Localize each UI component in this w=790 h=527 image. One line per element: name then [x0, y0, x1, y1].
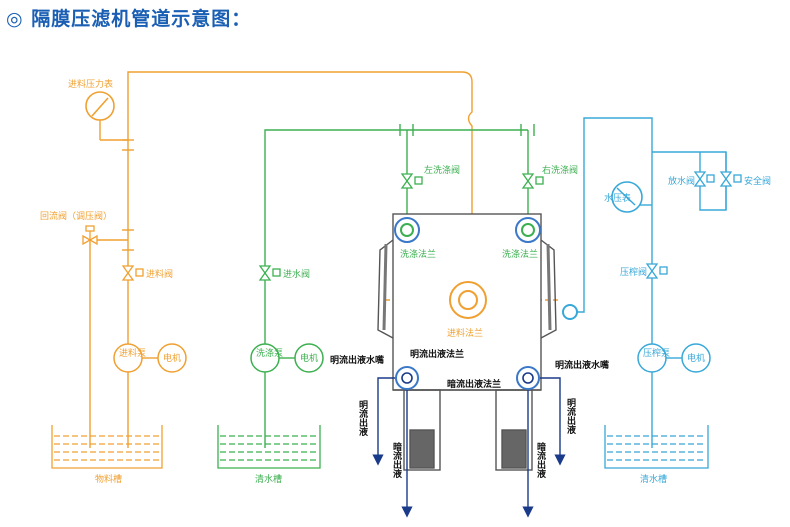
left-nozzle-label: 明流出液水嘴	[330, 354, 384, 366]
wash-tank-label: 清水槽	[255, 473, 282, 485]
open-out-right-label: 明流出液	[565, 398, 576, 435]
feed-valve-icon	[121, 265, 144, 281]
open-outlet-flange-label: 明流出液法兰	[410, 348, 464, 360]
feed-tank-icon	[51, 425, 163, 469]
left-wash-flange-icon	[394, 217, 420, 243]
open-out-left-label: 明流出液	[357, 400, 368, 437]
wash-inlet-valve-icon	[258, 265, 281, 281]
drain-valve-label: 放水阀	[668, 175, 695, 187]
feed-pump-label: 进料泵	[119, 347, 146, 359]
left-wash-flange-label: 洗涤法兰	[400, 248, 436, 260]
water-gauge-label: 水压表	[604, 192, 631, 204]
wash-tank-icon	[217, 425, 321, 469]
right-wash-flange-label: 洗涤法兰	[502, 248, 538, 260]
press-motor-label: 电机	[687, 352, 705, 364]
feed-tank-label: 物料槽	[95, 473, 122, 485]
right-nozzle-label: 明流出液水嘴	[555, 359, 609, 371]
left-wash-valve-icon	[400, 173, 423, 189]
svg-text:暗流出液: 暗流出液	[535, 441, 546, 479]
right-wash-flange-icon	[515, 217, 541, 243]
right-outlet-flange-icon	[516, 366, 540, 390]
press-flange-icon	[562, 304, 578, 320]
right-wash-valve-icon	[521, 173, 544, 189]
right-wash-valve-label: 右洗涤阀	[542, 164, 578, 176]
safety-valve-icon	[719, 171, 742, 187]
return-valve-label: 回流阀（调压阀）	[40, 210, 112, 222]
page-title: ◎ 隔膜压滤机管道示意图：	[6, 8, 252, 30]
press-valve-label: 压榨阀	[620, 266, 647, 278]
feed-valve-label: 进料阀	[146, 268, 173, 280]
svg-text:明流出液: 明流出液	[357, 400, 368, 437]
left-outlet-flange-icon	[395, 366, 419, 390]
feed-pump-icon	[113, 343, 187, 373]
feed-flange-icon	[449, 281, 487, 319]
wash-inlet-valve-label: 进水阀	[283, 268, 310, 280]
drain-valve-icon	[693, 171, 715, 187]
return-valve-icon	[82, 225, 98, 246]
press-tank-label: 清水槽	[640, 473, 667, 485]
press-valve-icon	[645, 263, 668, 279]
wash-motor-label: 电机	[300, 352, 318, 364]
feed-gauge-label: 进料压力表	[68, 78, 113, 90]
press-pump-label: 压榨泵	[643, 347, 670, 359]
press-pump-icon	[637, 343, 711, 373]
svg-text:暗流出液: 暗流出液	[391, 441, 402, 479]
feed-pressure-gauge-icon	[85, 91, 115, 121]
feed-flange-label: 进料法兰	[447, 327, 483, 339]
wash-pump-label: 洗涤泵	[256, 347, 283, 359]
wash-pump-icon	[250, 343, 324, 373]
svg-text:明流出液: 明流出液	[565, 398, 576, 435]
safety-valve-label: 安全阀	[744, 175, 771, 187]
outlet-pipes	[372, 377, 566, 518]
feed-motor-label: 电机	[163, 352, 181, 364]
press-tank-icon	[604, 425, 709, 469]
hidden-out-right-label: 暗流出液	[535, 441, 546, 479]
hidden-out-left-label: 暗流出液	[391, 441, 402, 479]
press-system	[577, 117, 727, 448]
water-pressure-gauge-icon	[611, 181, 643, 213]
left-wash-valve-label: 左洗涤阀	[424, 164, 460, 176]
hidden-outlet-flange-label: 暗流出液法兰	[447, 378, 501, 390]
